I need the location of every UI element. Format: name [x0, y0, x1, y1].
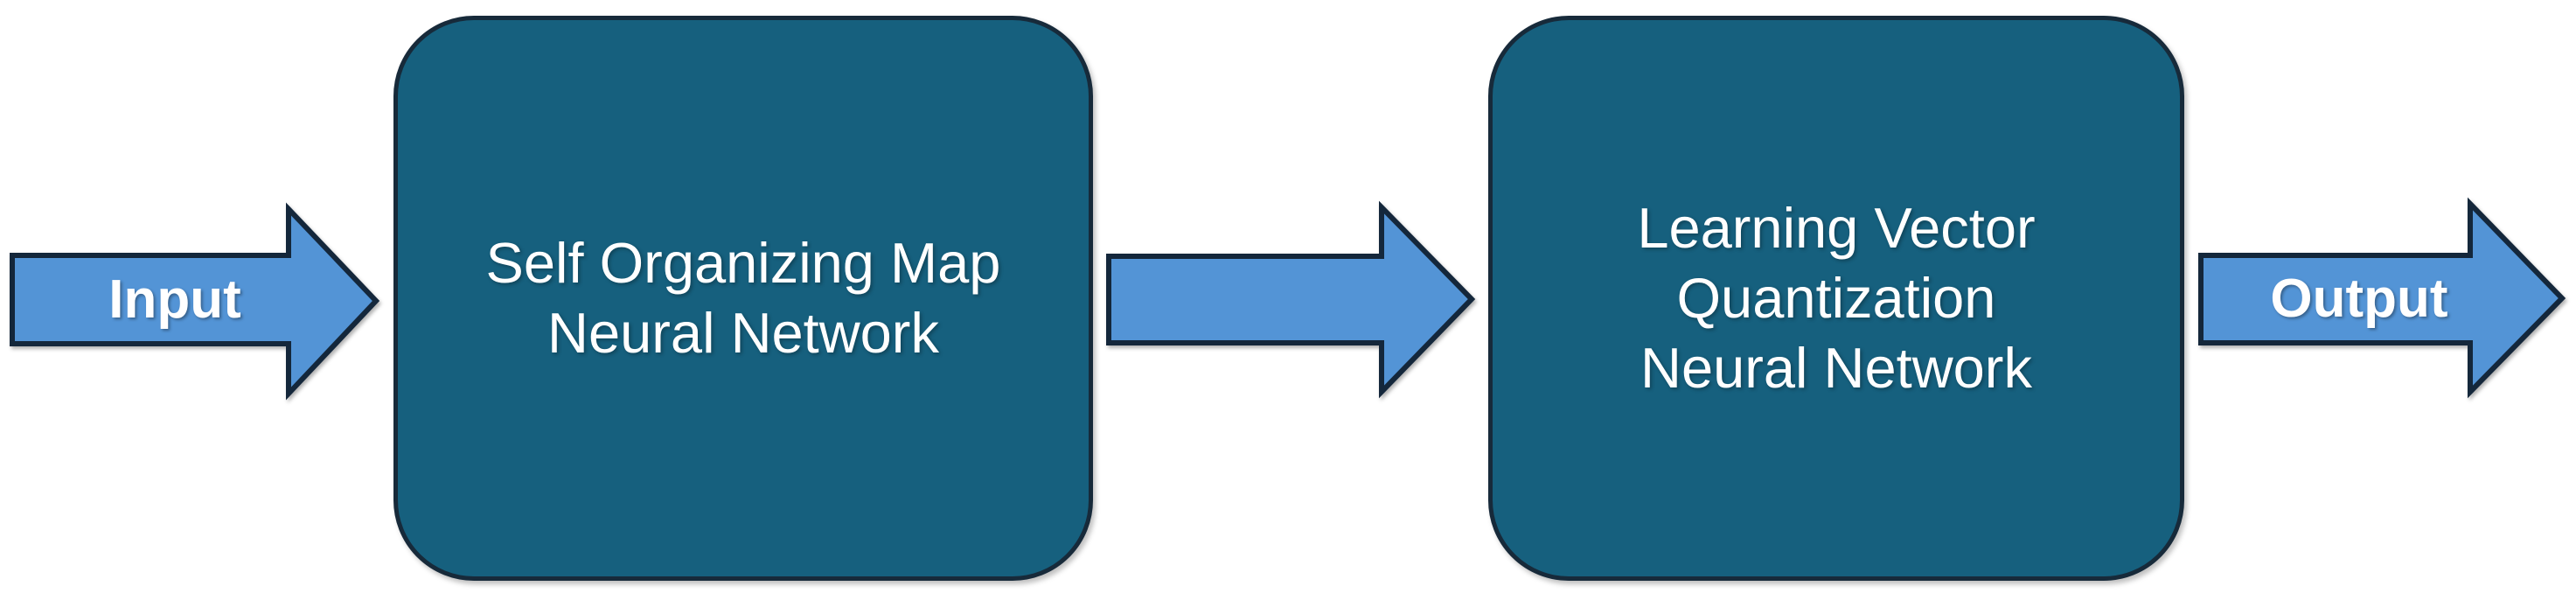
output-arrow — [2198, 197, 2566, 399]
input-arrow-label: Input — [108, 269, 241, 330]
right-arrow-icon — [1106, 200, 1476, 399]
right-arrow-icon — [10, 202, 380, 401]
node-som: Self Organizing Map Neural Network — [393, 16, 1093, 581]
node-som-label: Self Organizing Map Neural Network — [485, 231, 1001, 365]
input-arrow — [10, 202, 380, 401]
connector-arrow — [1106, 200, 1476, 399]
node-lvq-label: Learning Vector Quantization Neural Netw… — [1637, 196, 2036, 400]
right-arrow-icon — [2198, 197, 2566, 399]
node-lvq: Learning Vector Quantization Neural Netw… — [1488, 16, 2184, 581]
output-arrow-label: Output — [2270, 269, 2448, 329]
